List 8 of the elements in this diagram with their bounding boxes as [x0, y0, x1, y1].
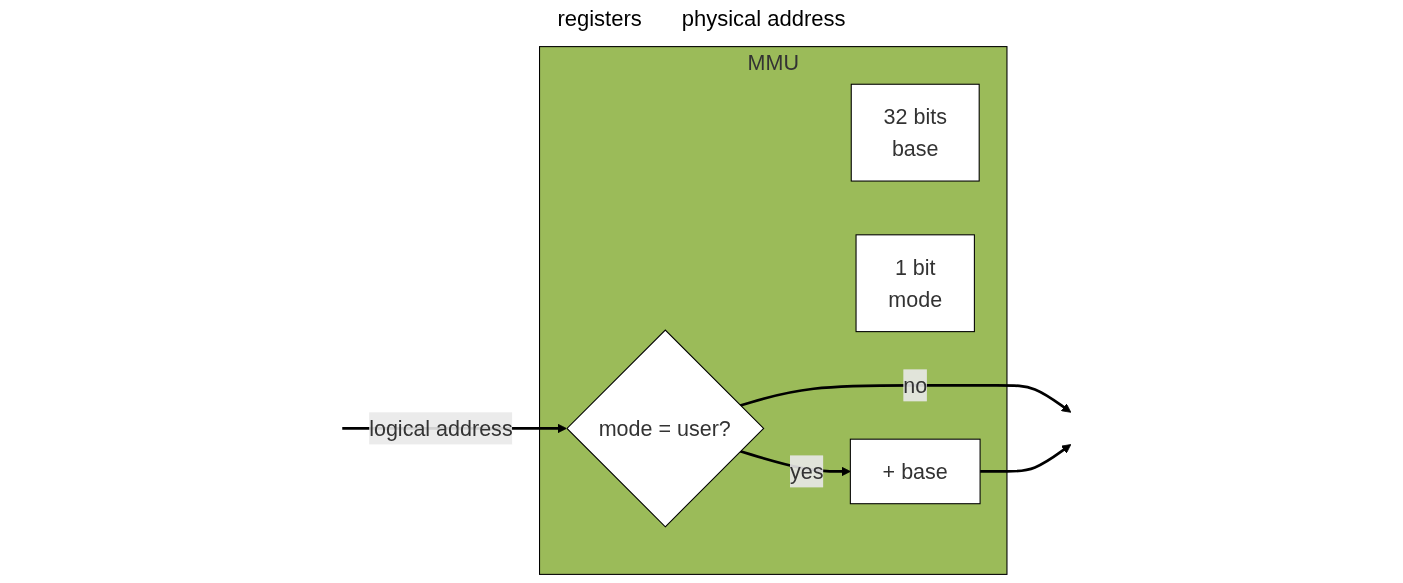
node-box: + base [849, 438, 981, 505]
arrow [980, 444, 1072, 473]
node-box: 1 bit mode [855, 234, 975, 333]
node-diamond: mode = user? [566, 329, 765, 528]
node-box: 32 bits base [850, 83, 980, 182]
note-label: physical address [681, 6, 846, 32]
arrow [739, 384, 1072, 413]
note-label: registers [557, 6, 642, 32]
